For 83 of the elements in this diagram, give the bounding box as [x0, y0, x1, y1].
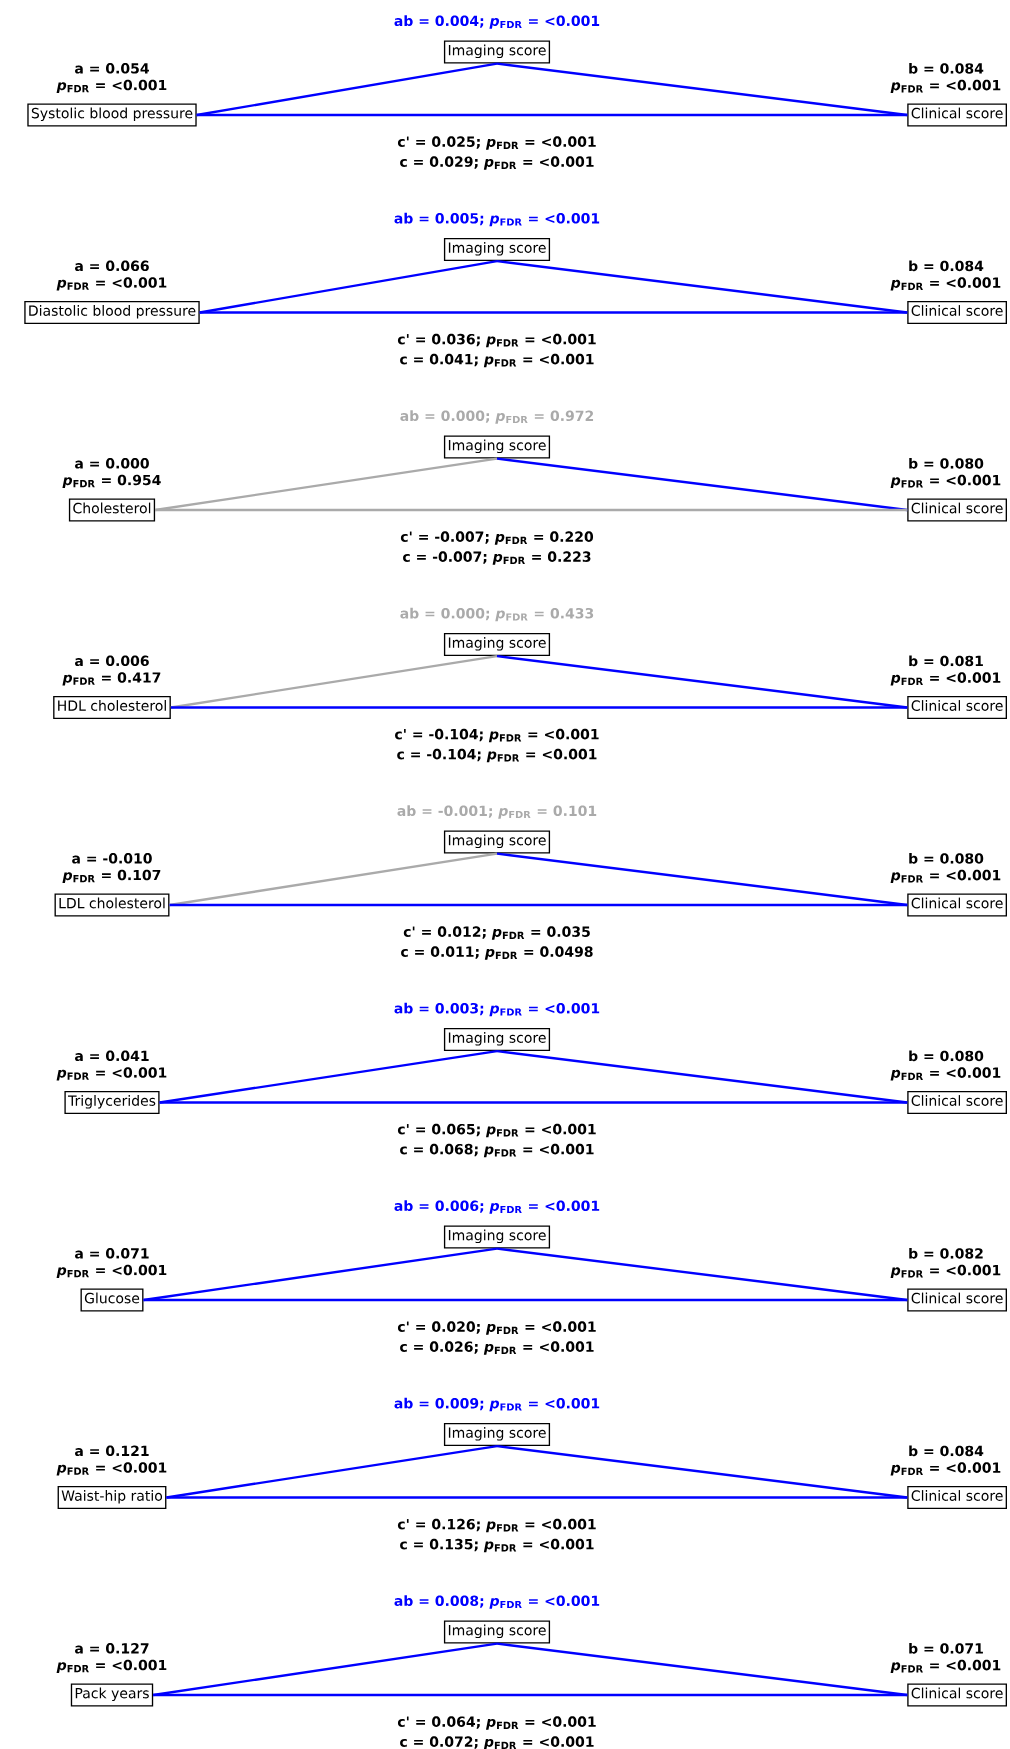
variable-box: Clinical score — [907, 103, 1007, 127]
path-line — [196, 62, 498, 117]
path-line — [496, 852, 908, 907]
variable-box: Systolic blood pressure — [27, 103, 197, 127]
variable-box: Imaging score — [443, 1422, 551, 1447]
variable-box: Imaging score — [443, 40, 551, 64]
edge-label: a = 0.054 p$_{FDR}$ = <0.001 — [56, 63, 167, 93]
edge-label: b = 0.080 p$_{FDR}$ = <0.001 — [890, 1050, 1001, 1081]
edge-label: c' = 0.025; p$_{FDR}$ = <0.001 — [397, 136, 596, 150]
effect-label: c = 0.026; p$_{FDR}$ = <0.001 — [400, 1341, 594, 1355]
edge-label: c' = -0.007; p$_{FDR}$ = 0.220 — [400, 531, 594, 545]
edge-label: b = 0.071 p$_{FDR}$ = <0.001 — [890, 1642, 1001, 1674]
path-line — [159, 1101, 908, 1104]
effect-label: c = 0.029; p$_{FDR}$ = <0.001 — [400, 156, 594, 170]
edge-label: c' = 0.020; p$_{FDR}$ = <0.001 — [397, 1321, 596, 1335]
edge-label: a = 0.071 p$_{FDR}$ = <0.001 — [56, 1248, 167, 1278]
edge-label: c' = 0.126; p$_{FDR}$ = <0.001 — [397, 1518, 596, 1533]
path-line — [170, 706, 908, 709]
variable-box: Imaging score — [443, 1225, 551, 1249]
effect-label: c = 0.072; p$_{FDR}$ = <0.001 — [400, 1736, 594, 1749]
path-line — [159, 1049, 498, 1104]
edge-label: b = 0.084 p$_{FDR}$ = <0.001 — [890, 1445, 1001, 1476]
edge-label: b = 0.084 p$_{FDR}$ = <0.001 — [890, 62, 1001, 94]
variable-box: Pack years — [70, 1683, 154, 1707]
variable-box: Triglycerides — [64, 1090, 160, 1115]
edge-label: b = 0.080 p$_{FDR}$ = <0.001 — [890, 852, 1001, 884]
variable-box: Clinical score — [907, 1485, 1007, 1510]
variable-box: Clinical score — [907, 893, 1007, 917]
edge-label: a = 0.127 p$_{FDR}$ = <0.001 — [56, 1643, 167, 1673]
variable-box: Imaging score — [443, 830, 551, 854]
path-line — [153, 1642, 498, 1697]
edge-label: a = -0.010 p$_{FDR}$ = 0.107 — [62, 853, 161, 883]
variable-box: Imaging score — [443, 1620, 551, 1644]
path-line — [199, 311, 908, 314]
effect-label: c = 0.041; p$_{FDR}$ = <0.001 — [400, 353, 594, 368]
variable-box: Clinical score — [907, 300, 1007, 325]
variable-box: Clinical score — [907, 498, 1007, 522]
edge-label: c' = 0.064; p$_{FDR}$ = <0.001 — [397, 1716, 596, 1730]
edge-label: b = 0.081 p$_{FDR}$ = <0.001 — [890, 655, 1001, 686]
edge-label: c' = 0.065; p$_{FDR}$ = <0.001 — [397, 1123, 596, 1138]
path-line — [166, 1496, 908, 1499]
variable-box: Glucose — [80, 1288, 144, 1312]
path-line — [169, 903, 908, 907]
edge-label: c' = 0.012; p$_{FDR}$ = 0.035 — [403, 926, 590, 940]
effect-label: c = 0.011; p$_{FDR}$ = 0.0498 — [401, 946, 593, 960]
path-line — [155, 508, 908, 512]
path-line — [143, 1298, 908, 1302]
variable-box: Imaging score — [443, 237, 551, 262]
variable-box: Clinical score — [907, 1090, 1007, 1115]
path-line — [496, 457, 908, 512]
edge-label: b = 0.084 p$_{FDR}$ = <0.001 — [890, 260, 1001, 291]
edge-label: a = 0.041 p$_{FDR}$ = <0.001 — [56, 1050, 167, 1081]
variable-box: Imaging score — [443, 1027, 551, 1052]
variable-box: HDL cholesterol — [53, 695, 171, 720]
edge-label: b = 0.080 p$_{FDR}$ = <0.001 — [890, 457, 1001, 489]
path-line — [496, 1642, 908, 1697]
path-line — [496, 62, 908, 117]
edge-label: c' = -0.104; p$_{FDR}$ = <0.001 — [395, 728, 599, 743]
variable-box: Clinical score — [907, 1683, 1007, 1707]
edge-label: b = 0.082 p$_{FDR}$ = <0.001 — [890, 1247, 1001, 1279]
edge-label: a = 0.000 p$_{FDR}$ = 0.954 — [62, 458, 161, 488]
effect-label: c = -0.007; p$_{FDR}$ = 0.223 — [403, 551, 591, 565]
edge-label: a = 0.066 p$_{FDR}$ = <0.001 — [56, 260, 167, 291]
effect-label: c = -0.104; p$_{FDR}$ = <0.001 — [397, 748, 597, 763]
path-line — [143, 1247, 498, 1302]
variable-box: Clinical score — [907, 1288, 1007, 1312]
path-line — [196, 113, 908, 117]
edge-label: a = 0.006 p$_{FDR}$ = 0.417 — [62, 655, 161, 686]
edge-label: c' = 0.036; p$_{FDR}$ = <0.001 — [397, 333, 596, 348]
variable-box: Clinical score — [907, 695, 1007, 720]
path-line — [153, 1693, 908, 1697]
path-line — [496, 1247, 908, 1302]
edge-label: a = 0.121 p$_{FDR}$ = <0.001 — [56, 1445, 167, 1476]
variable-box: Imaging score — [443, 632, 551, 657]
variable-box: Diastolic blood pressure — [24, 300, 200, 325]
effect-label: c = 0.068; p$_{FDR}$ = <0.001 — [400, 1143, 594, 1158]
effect-label: c = 0.135; p$_{FDR}$ = <0.001 — [400, 1538, 594, 1553]
variable-box: Imaging score — [443, 435, 551, 459]
variable-box: Waist-hip ratio — [57, 1485, 167, 1510]
path-line — [169, 852, 498, 907]
variable-box: LDL cholesterol — [54, 893, 170, 917]
path-line — [154, 457, 498, 512]
variable-box: Cholesterol — [68, 498, 156, 522]
